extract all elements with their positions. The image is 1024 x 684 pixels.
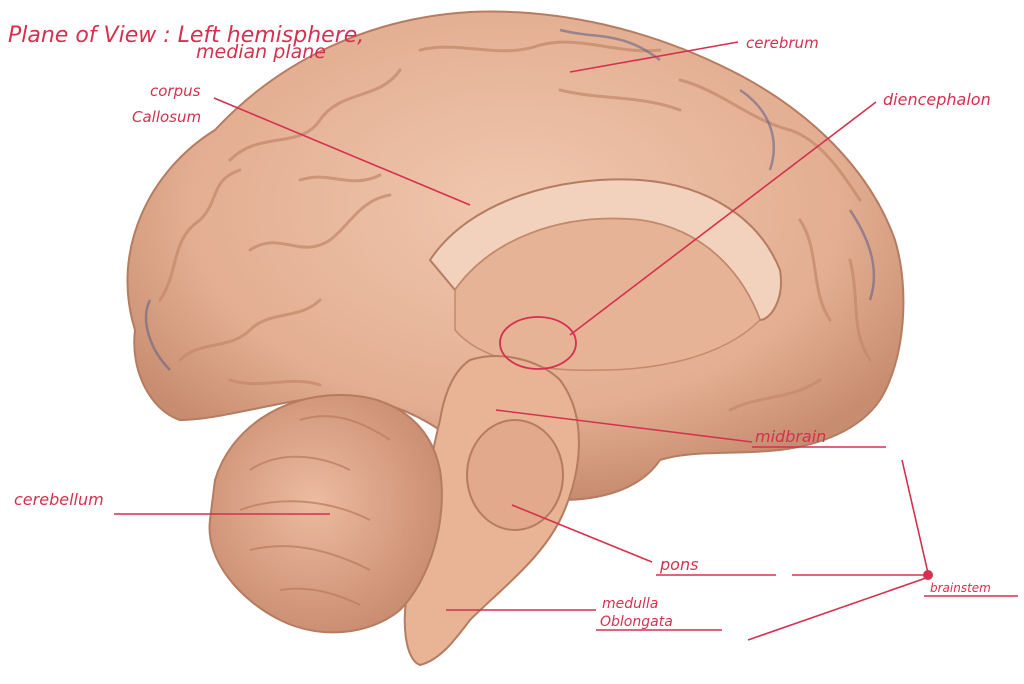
label-diencephalon: diencephalon	[883, 90, 991, 109]
label-oblongata: Oblongata	[600, 614, 673, 630]
view-title-line2: median plane	[196, 41, 326, 63]
label-corpus: corpus	[150, 82, 201, 100]
leader-diencephalon	[569, 101, 877, 336]
view-title-line1: Plane of View : Left hemisphere,	[8, 23, 364, 48]
label-pons: pons	[659, 555, 698, 574]
label-medulla: medulla	[602, 596, 658, 612]
diencephalon-circle	[499, 316, 577, 370]
cerebellum-folia	[239, 415, 391, 606]
label-callosum: Callosum	[132, 108, 201, 126]
bracket-midbrain	[901, 459, 929, 574]
brain-specimen	[126, 10, 905, 667]
label-cerebrum: cerebrum	[746, 34, 819, 52]
leader-pons	[511, 504, 653, 563]
label-cerebellum: cerebellum	[14, 490, 104, 509]
bracket-medulla	[747, 577, 927, 641]
bracket-node	[923, 570, 933, 580]
leader-midbrain	[495, 409, 753, 443]
vessel-lines	[144, 28, 876, 371]
label-midbrain: midbrain	[755, 427, 826, 446]
pons-shape	[466, 419, 564, 531]
leader-corpus-callosum	[213, 97, 471, 206]
gyri-texture	[158, 40, 872, 412]
leader-cerebrum	[569, 41, 739, 73]
annotations: Plane of View : Left hemisphere, median …	[8, 23, 1018, 641]
label-brainstem: brainstem	[930, 581, 991, 595]
